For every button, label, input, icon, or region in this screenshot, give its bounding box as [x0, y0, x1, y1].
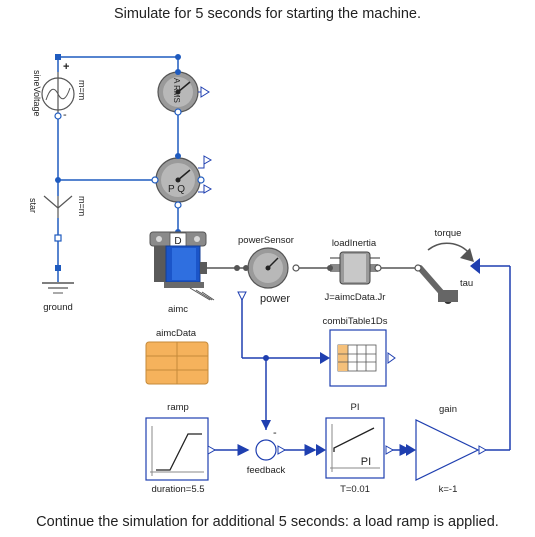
power-sensor-label: powerSensor — [238, 235, 294, 246]
torque-source[interactable]: torque tau — [414, 228, 480, 304]
pi-inner-text: PI — [361, 456, 371, 468]
sine-voltage-plus: + — [63, 61, 69, 73]
feedback-label: feedback — [247, 465, 286, 476]
electrical-wires — [57, 56, 179, 282]
sine-voltage-param: m=m — [77, 80, 87, 100]
ramp-label: ramp — [167, 402, 189, 413]
star-param: m=m — [77, 196, 87, 216]
signal-wires — [212, 265, 511, 456]
gain-label: gain — [439, 404, 457, 415]
aimc-data-record[interactable]: aimcData — [145, 328, 209, 385]
pq-meter-text: P Q — [168, 184, 185, 195]
power-sensor-sublabel: power — [260, 293, 290, 305]
combi-table-label: combiTable1Ds — [323, 316, 388, 327]
sine-voltage-source[interactable]: + - sineVoltage m=m — [32, 54, 87, 121]
pi-controller[interactable]: PI PI T=0.01 — [316, 402, 395, 495]
feedback-block[interactable]: - feedback — [247, 420, 287, 476]
torque-port-label: tau — [460, 278, 473, 289]
sine-voltage-minus: - — [63, 109, 67, 121]
feedback-sign: - — [273, 427, 277, 439]
star-label: star — [28, 198, 38, 213]
gain-param: k=-1 — [439, 484, 458, 495]
pi-label: PI — [351, 402, 360, 413]
load-inertia-param: J=aimcData.Jr — [325, 292, 386, 303]
bottom-caption: Continue the simulation for additional 5… — [36, 514, 499, 530]
gain-block[interactable]: gain k=-1 — [406, 404, 488, 495]
aimc-data-label: aimcData — [156, 328, 197, 339]
rms-meter-text: A RMS — [172, 78, 181, 103]
pi-param: T=0.01 — [340, 484, 370, 495]
ramp-param: duration=5.5 — [151, 484, 204, 495]
combi-table[interactable]: combiTable1Ds — [320, 316, 396, 387]
power-sensor[interactable]: powerSensor power — [237, 235, 300, 305]
rms-meter[interactable]: A RMS — [157, 69, 210, 116]
aimc-label: aimc — [168, 304, 188, 315]
ground[interactable]: ground — [42, 265, 74, 313]
ramp-source[interactable]: ramp duration=5.5 — [145, 402, 217, 495]
top-caption: Simulate for 5 seconds for starting the … — [113, 6, 422, 22]
load-inertia[interactable]: loadInertia J=aimcData.Jr — [325, 238, 386, 303]
load-inertia-label: loadInertia — [332, 238, 377, 249]
torque-label: torque — [435, 228, 462, 239]
sine-voltage-label: sineVoltage — [32, 70, 42, 117]
ground-label: ground — [43, 302, 73, 313]
aimc-motor[interactable]: D aimc — [149, 231, 215, 315]
star-connector[interactable]: star m=m — [28, 195, 87, 242]
pq-meter[interactable]: P Q — [151, 153, 213, 209]
aimc-badge: D — [174, 236, 181, 247]
